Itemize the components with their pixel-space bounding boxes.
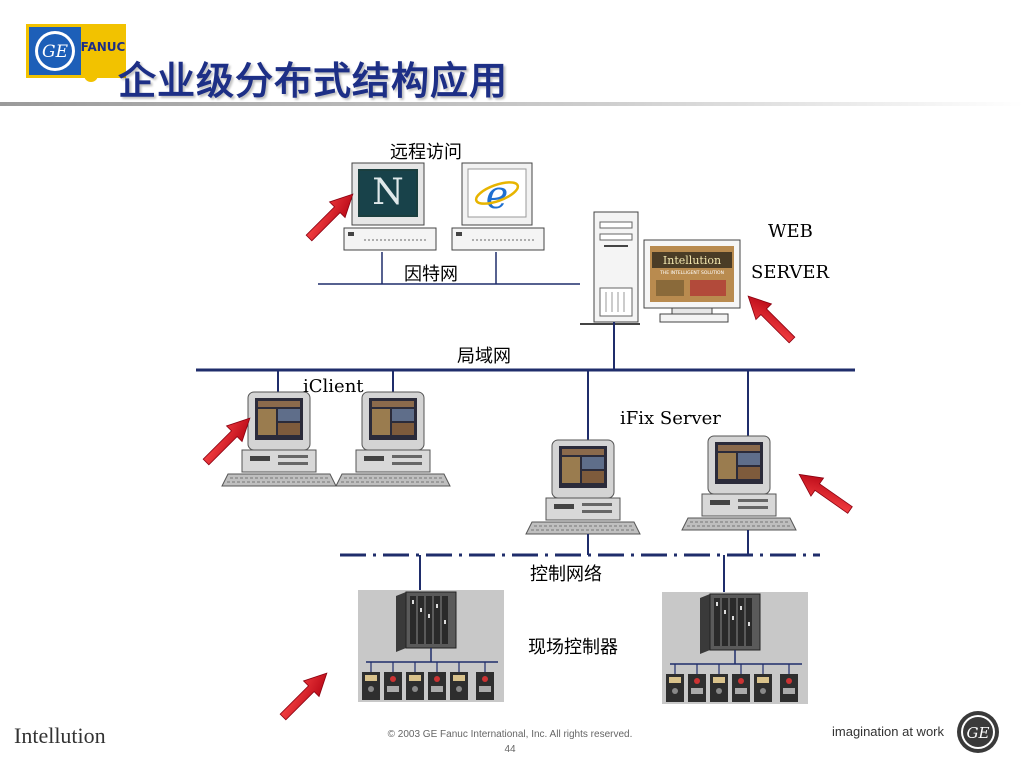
- svg-text:Intellution: Intellution: [663, 254, 721, 267]
- copyright-text: © 2003 GE Fanuc International, Inc. All …: [387, 729, 633, 740]
- svg-text:THE INTELLIGENT SOLUTION: THE INTELLIGENT SOLUTION: [659, 270, 724, 276]
- fanuc-logo-icon: GE FANUC: [26, 24, 126, 78]
- svg-text:GE: GE: [967, 724, 990, 742]
- field-controller-2-plc-rack-icon: [661, 591, 809, 705]
- svg-text:FANUC: FANUC: [81, 40, 126, 54]
- web-server-label-line2: SERVER: [751, 262, 830, 283]
- lan-label: 局域网: [457, 346, 511, 367]
- ge-fanuc-logo: GE FANUC: [26, 24, 126, 78]
- ge-logo: GE: [956, 710, 1000, 754]
- iclient-label: iClient: [303, 376, 364, 397]
- page-number: 44: [504, 744, 516, 755]
- svg-text:N: N: [372, 172, 404, 213]
- ie-icon: e: [474, 173, 520, 217]
- ifix-server-label: iFix Server: [620, 408, 721, 429]
- web-server-label-line1: WEB: [768, 221, 813, 242]
- arrow-icon: [274, 664, 336, 726]
- web-server: Intellution THE INTELLIGENT SOLUTION: [580, 211, 741, 325]
- field-controller-label: 现场控制器: [528, 637, 618, 658]
- field-controller-1-plc-rack-icon: [357, 589, 505, 703]
- ifix-server-2-computer-icon: [681, 435, 797, 531]
- ge-logo-icon: GE: [957, 711, 999, 753]
- intellution-brand: Intellution: [14, 723, 106, 748]
- remote-access-label: 远程访问: [390, 142, 462, 163]
- arrow-icon: [739, 287, 801, 349]
- title-divider: [0, 102, 1024, 106]
- title-bullet: [84, 68, 98, 82]
- ifix-server-1-computer-icon: [525, 439, 641, 535]
- control-network-label: 控制网络: [530, 564, 602, 585]
- arrow-icon: [792, 465, 857, 520]
- internet-label: 因特网: [404, 264, 458, 285]
- netscape-icon: N: [360, 171, 416, 215]
- svg-text:e: e: [486, 173, 509, 217]
- iclient-2-computer-icon: [335, 391, 451, 487]
- tagline: imagination at work: [832, 724, 944, 739]
- page-title: 企业级分布式结构应用: [118, 59, 509, 103]
- ie-workstation: e: [451, 162, 545, 251]
- svg-text:GE: GE: [42, 42, 69, 62]
- netscape-workstation: N: [343, 162, 437, 251]
